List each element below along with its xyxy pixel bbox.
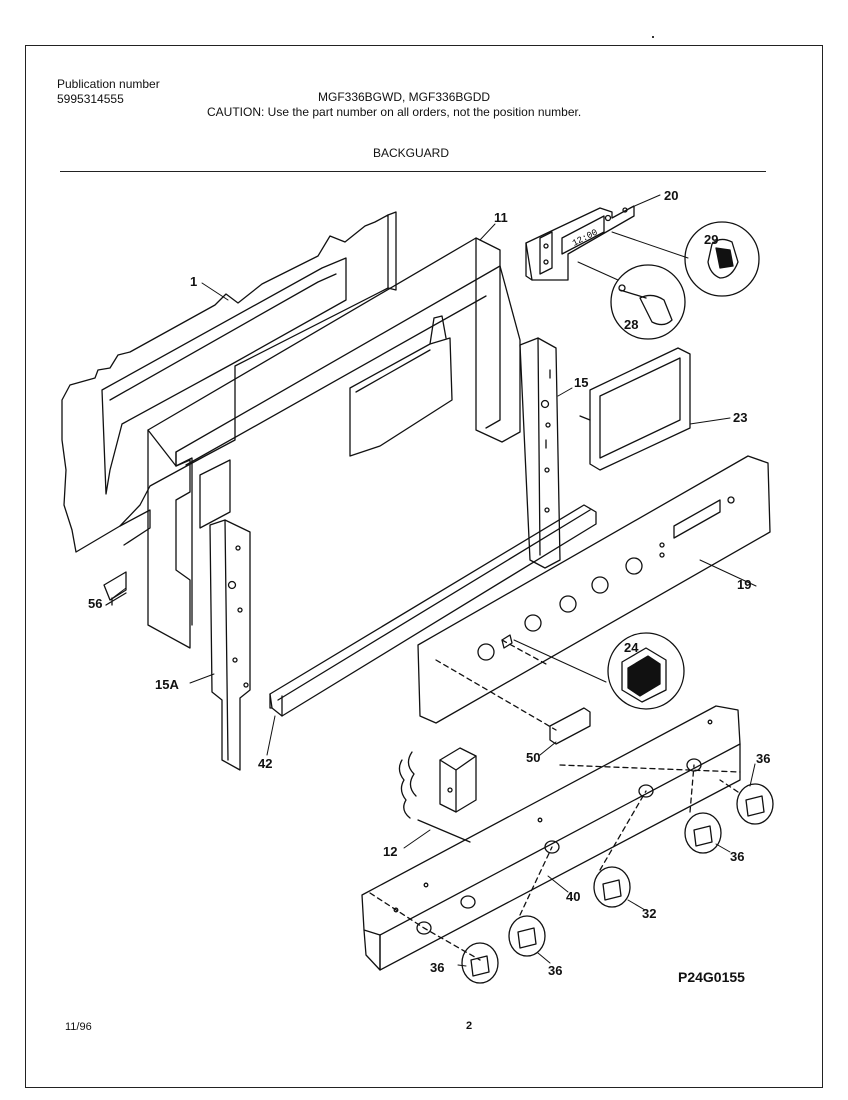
knob-36-bottom-left (461, 942, 499, 984)
callout-12: 12 (383, 844, 397, 859)
part-20-clock-module (525, 205, 635, 281)
page-frame (25, 45, 823, 1088)
callout-11: 11 (494, 210, 508, 225)
part-11-backguard-frame (147, 237, 521, 649)
callout-19: 19 (737, 577, 751, 592)
publication-number: 5995314555 (57, 92, 124, 106)
scan-speck (652, 36, 654, 38)
part-50-switch-trim (549, 707, 591, 745)
part-15-right-bracket (519, 337, 561, 569)
callout-42: 42 (258, 756, 272, 771)
model-numbers: MGF336BGWD, MGF336BGDD (318, 90, 491, 104)
assembly-guide-lines (369, 639, 741, 961)
part-1-rear-panel (61, 211, 397, 606)
callout-36-top: 36 (756, 751, 770, 766)
section-title: BACKGUARD (373, 146, 450, 160)
callout-24: 24 (624, 640, 639, 655)
callout-36-bottom-middle: 36 (548, 963, 562, 978)
callout-28: 28 (624, 317, 638, 332)
callout-56: 56 (88, 596, 102, 611)
publication-label: Publication number (57, 77, 160, 91)
drawing-code: P24G0155 (678, 969, 745, 985)
knob-36-right (684, 812, 722, 854)
callout-50: 50 (526, 750, 540, 765)
callout-36-right: 36 (730, 849, 744, 864)
knob-36-top-right (736, 783, 774, 825)
revision-date: 11/96 (65, 1021, 92, 1033)
callout-15a: 15A (155, 677, 179, 692)
callout-36-bottom-left: 36 (430, 960, 444, 975)
part-29-clock-knob-inset (684, 221, 760, 297)
part-40-control-rail (361, 705, 741, 971)
callout-29: 29 (704, 232, 718, 247)
page-number: 2 (466, 1020, 473, 1032)
callout-40: 40 (566, 889, 580, 904)
callout-23: 23 (733, 410, 747, 425)
callout-leaders (109, 194, 757, 967)
part-42-channel-rail (269, 504, 597, 717)
callout-15: 15 (574, 375, 588, 390)
callout-32: 32 (642, 906, 656, 921)
callout-20: 20 (664, 188, 678, 203)
knob-32-middle (593, 866, 631, 908)
part-15a-left-bracket (209, 519, 251, 771)
knob-36-bottom-middle (508, 915, 546, 957)
part-23-lens-bezel (579, 347, 691, 471)
header-rule (60, 171, 766, 172)
part-24-rocker-switch-inset (607, 632, 685, 710)
part-28-push-button-inset (610, 264, 686, 340)
callout-1: 1 (190, 274, 197, 289)
caution-note: CAUTION: Use the part number on all orde… (207, 105, 582, 119)
part-19-control-panel (417, 455, 771, 724)
part-12-oven-thermostat (398, 747, 477, 843)
